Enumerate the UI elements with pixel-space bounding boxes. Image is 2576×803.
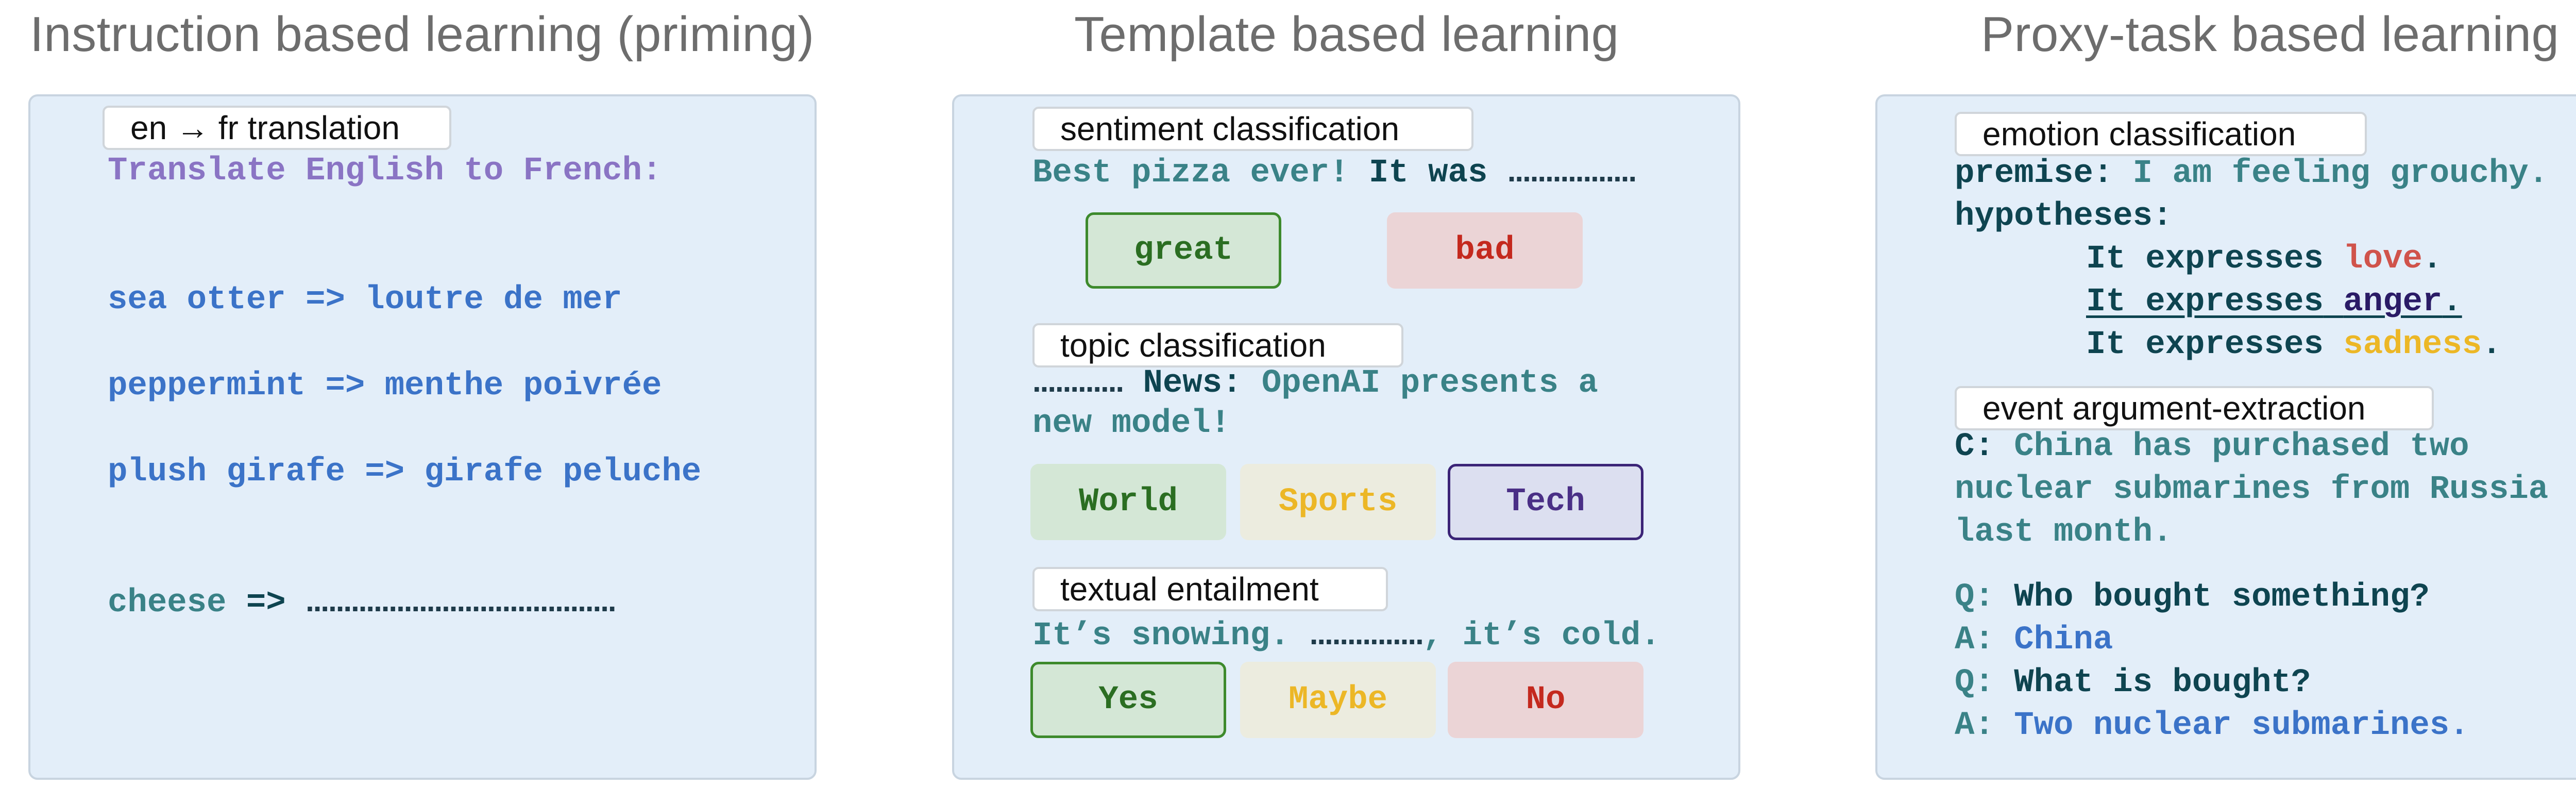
- premise-text: I am feeling grouchy.: [2132, 155, 2549, 192]
- context-text-1: China has purchased two: [2014, 428, 2469, 465]
- hyp-period-2: .: [2442, 283, 2462, 321]
- sentiment-tag: sentiment classification: [1032, 107, 1473, 151]
- option-yes[interactable]: Yes: [1030, 662, 1226, 738]
- example-line-1: sea otter => loutre de mer: [108, 281, 622, 319]
- option-world[interactable]: World: [1030, 464, 1226, 540]
- instruction-prompt: Translate English to French:: [108, 153, 662, 190]
- query-blank: ........................................…: [306, 583, 616, 618]
- hypothesis-anger[interactable]: It expresses anger.: [2086, 281, 2462, 323]
- instruction-title: Instruction based learning (priming): [30, 7, 815, 62]
- option-bad[interactable]: bad: [1387, 212, 1583, 289]
- q-label-2: Q:: [1955, 664, 1994, 701]
- context-label: C:: [1955, 428, 1994, 465]
- option-sports[interactable]: Sports: [1240, 464, 1436, 540]
- a-label-1: A:: [1955, 622, 1994, 659]
- hyp-love: love: [2343, 241, 2422, 278]
- option-maybe[interactable]: Maybe: [1240, 662, 1436, 738]
- hypotheses-label: hypotheses:: [1955, 198, 2173, 235]
- example-line-3: plush girafe => girafe peluche: [108, 454, 702, 491]
- question-2: What is bought?: [2014, 664, 2311, 701]
- answer-2: Two nuclear submarines.: [2014, 707, 2469, 744]
- option-great[interactable]: great: [1086, 212, 1281, 289]
- sentiment-line: Best pizza ever! It was ................…: [1032, 150, 1637, 194]
- hyp-prefix-2: It expresses: [2086, 283, 2324, 321]
- answer-1: China: [2014, 622, 2113, 659]
- option-tech[interactable]: Tech: [1448, 464, 1643, 540]
- option-no[interactable]: No: [1448, 662, 1643, 738]
- topic-label: News:: [1143, 365, 1242, 402]
- sentiment-cue: It was: [1368, 155, 1488, 192]
- a-label-2: A:: [1955, 707, 1994, 744]
- entailment-tag: textual entailment: [1032, 567, 1388, 611]
- answer-line-2: A: Two nuclear submarines.: [1955, 705, 2469, 746]
- hyp-prefix-1: It expresses: [2086, 241, 2324, 278]
- premise-label: premise:: [1955, 155, 2113, 192]
- proxy-title: Proxy-task based learning: [1981, 7, 2560, 62]
- entailment-text-b: , it’s cold.: [1422, 617, 1660, 655]
- hyp-period-3: .: [2482, 326, 2502, 363]
- entailment-line: It’s snowing. ..............., it’s cold…: [1032, 613, 1660, 657]
- hyp-period-1: .: [2422, 241, 2443, 278]
- hypothesis-love: It expresses love.: [2086, 239, 2442, 280]
- topic-line-2: new model!: [1032, 405, 1231, 442]
- q-label-1: Q:: [1955, 579, 1994, 616]
- context-line-2: nuclear submarines from Russia: [1955, 471, 2549, 508]
- hyp-prefix-3: It expresses: [2086, 326, 2324, 363]
- topic-text-1: OpenAI presents a: [1261, 365, 1598, 402]
- question-line-1: Q: Who bought something?: [1955, 577, 2430, 618]
- translation-tag: en → fr translation: [103, 106, 451, 150]
- context-line-3: last month.: [1955, 514, 2173, 551]
- query-arrow: =>: [246, 584, 286, 622]
- hypothesis-sadness: It expresses sadness.: [2086, 324, 2502, 365]
- emotion-tag: emotion classification: [1955, 112, 2367, 156]
- answer-line-1: A: China: [1955, 620, 2113, 661]
- sentiment-text: Best pizza ever!: [1032, 155, 1349, 192]
- instruction-panel: en → fr translation Translate English to…: [28, 94, 817, 780]
- topic-tag: topic classification: [1032, 323, 1403, 367]
- topic-blank: ............: [1032, 364, 1124, 398]
- example-line-2: peppermint => menthe poivrée: [108, 367, 662, 405]
- question-1: Who bought something?: [2014, 579, 2430, 616]
- context-line-1: C: China has purchased two: [1955, 426, 2469, 467]
- entailment-text-a: It’s snowing.: [1032, 617, 1290, 655]
- question-line-2: Q: What is bought?: [1955, 662, 2311, 704]
- hyp-sadness: sadness: [2343, 326, 2482, 363]
- hyp-anger: anger: [2343, 283, 2443, 321]
- event-tag: event argument-extraction: [1955, 386, 2434, 430]
- template-panel: sentiment classification Best pizza ever…: [952, 94, 1740, 780]
- topic-line-1: ............ News: OpenAI presents a: [1032, 361, 1598, 404]
- premise-line: premise: I am feeling grouchy.: [1955, 153, 2548, 194]
- query-line: cheese => ..............................…: [108, 580, 617, 624]
- proxy-panel: emotion classification premise: I am fee…: [1875, 94, 2576, 780]
- sentiment-blank: .................: [1507, 154, 1637, 188]
- template-title: Template based learning: [1074, 7, 1619, 62]
- entailment-blank: ...............: [1309, 616, 1424, 651]
- query-word: cheese: [108, 584, 227, 622]
